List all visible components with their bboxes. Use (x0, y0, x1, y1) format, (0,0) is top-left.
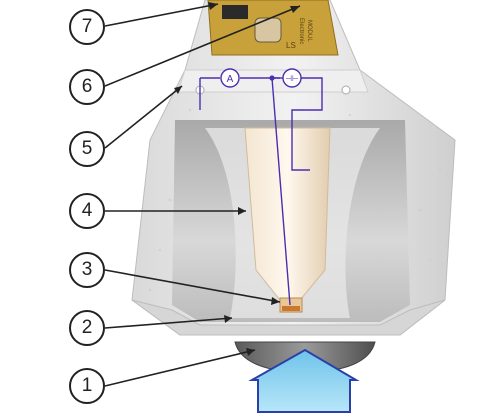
pcb-chip (222, 5, 248, 19)
ammeter-symbol (220, 68, 240, 88)
leader-3 (104, 269, 281, 303)
callout-4: 4 (69, 193, 105, 229)
wire-junction (269, 75, 275, 81)
leader-1 (104, 349, 256, 387)
leader-lines (104, 3, 301, 387)
circuit-wires (199, 77, 323, 306)
radiation-arrow (248, 348, 360, 413)
leader-7 (104, 3, 219, 27)
ammeter-label: A (227, 74, 234, 85)
housing-lower-lip (131, 299, 446, 336)
callout-7: 7 (69, 9, 105, 45)
leader-arrowheads (174, 2, 300, 356)
callout-2: 2 (69, 310, 105, 346)
pcb-label-2: MODUL (306, 20, 312, 42)
leader-5 (104, 85, 183, 149)
battery-symbol (282, 68, 302, 88)
housing-texture (148, 108, 442, 292)
leader-2 (104, 317, 233, 329)
pcb-capacitor (254, 17, 282, 43)
mounting-hole-right (341, 85, 351, 95)
leader-6 (104, 5, 301, 87)
pcb-label-3: LS (286, 41, 296, 50)
callout-3: 3 (69, 252, 105, 288)
pcb-label-1: Electronic (298, 18, 304, 44)
callout-1: 1 (69, 368, 105, 404)
callout-5: 5 (69, 131, 105, 167)
callout-6: 6 (69, 69, 105, 105)
battery-label: ⊣⊢ (285, 74, 299, 83)
